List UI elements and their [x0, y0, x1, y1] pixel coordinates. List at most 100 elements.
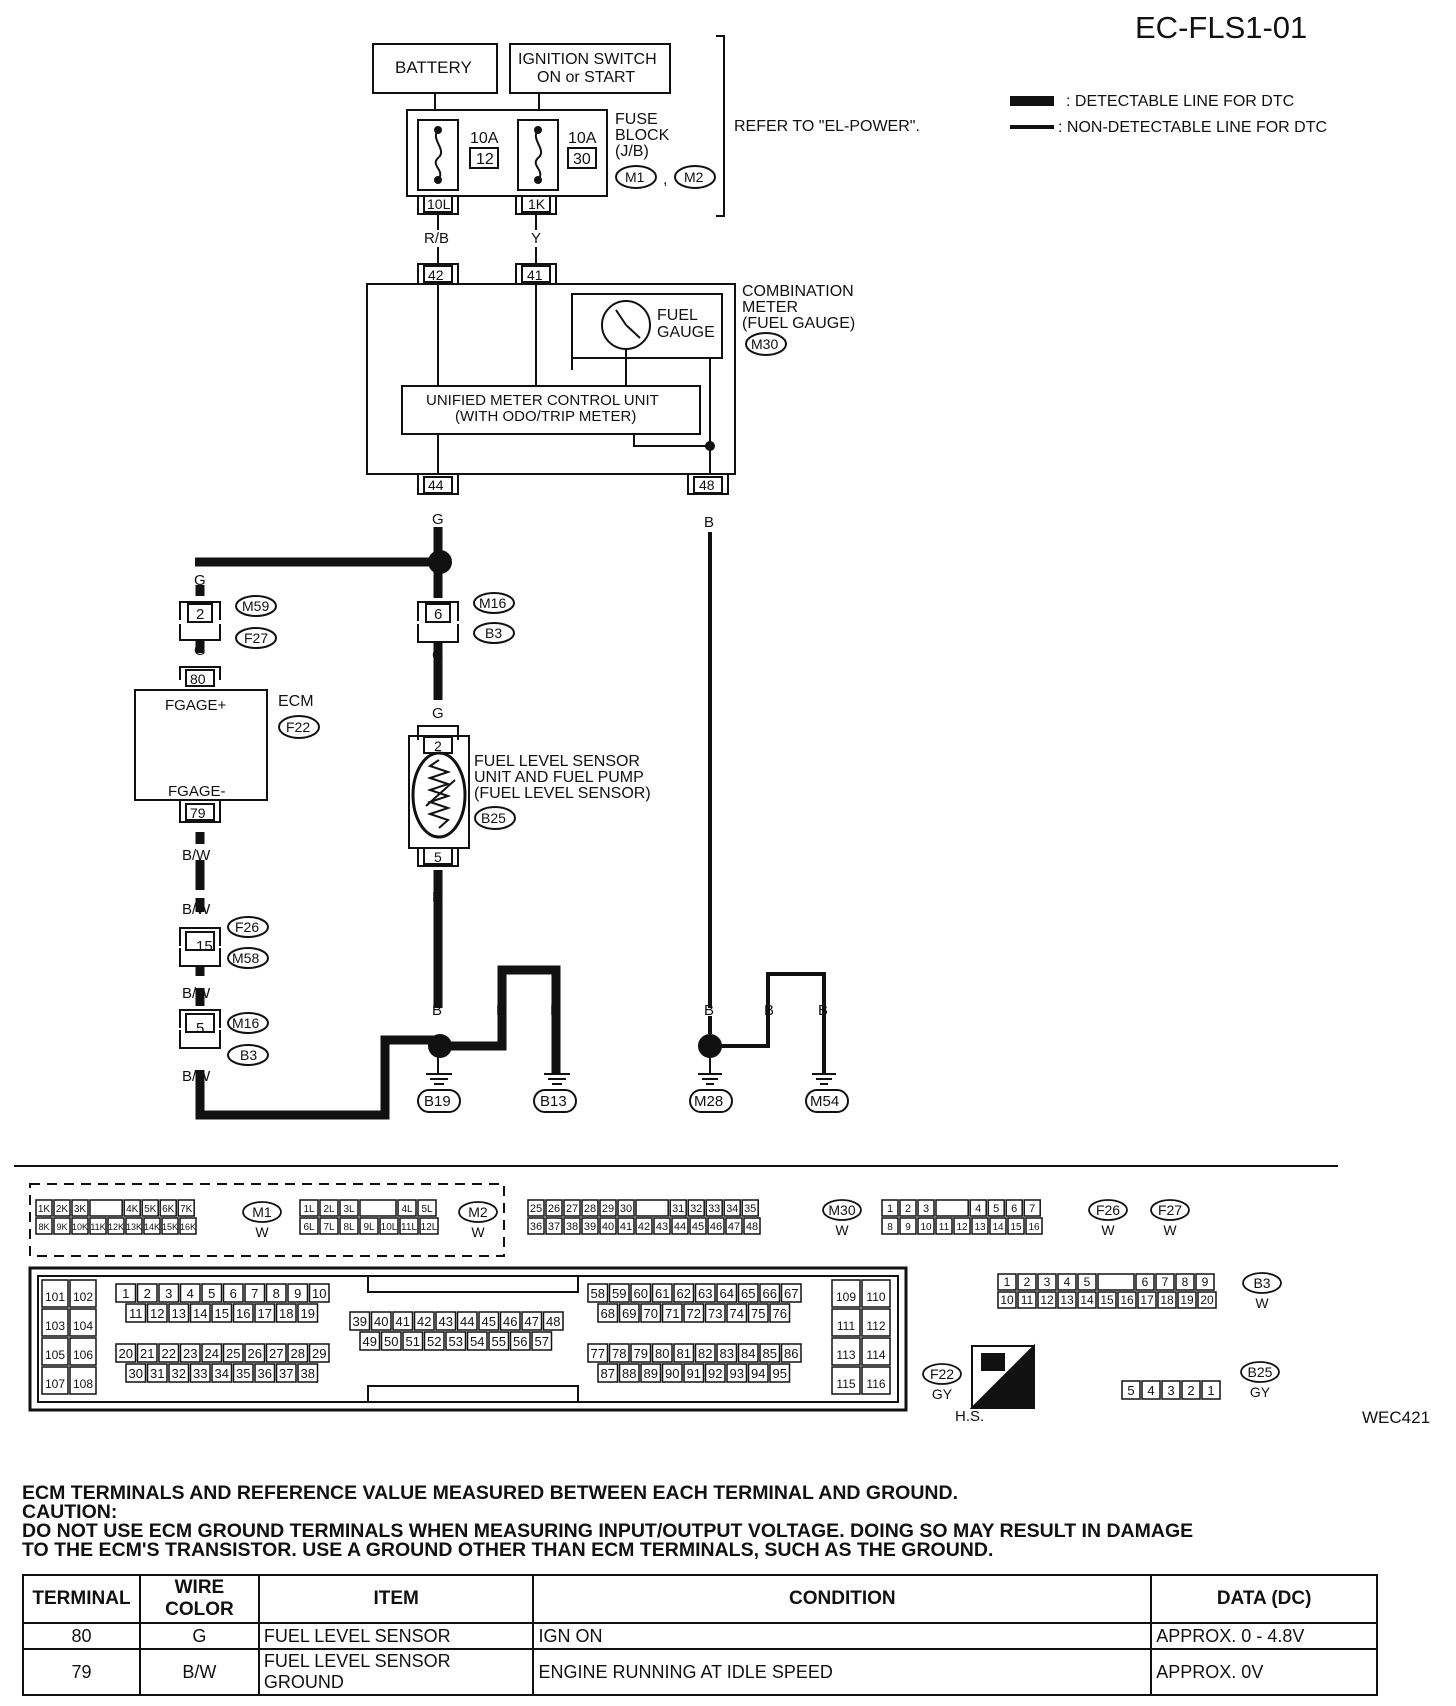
- connector-pin: [1037, 1273, 1057, 1291]
- ground-b13-label: B13: [540, 1093, 567, 1110]
- battery-label: BATTERY: [395, 58, 472, 77]
- connector-color: W: [255, 1224, 269, 1240]
- connector-pin: [587, 1283, 609, 1303]
- connector-pin: [527, 1217, 545, 1235]
- connector-name: B3: [1253, 1275, 1270, 1291]
- connector-pin-label: 27: [269, 1346, 283, 1361]
- wire-b-m54-left: B: [764, 1002, 774, 1019]
- connector-pin: [380, 1331, 402, 1351]
- connector-pin-label: 15K: [162, 1222, 178, 1232]
- connector-pin-label: 3: [165, 1286, 172, 1301]
- connector-pin: [201, 1343, 223, 1363]
- connector-pin-label: 51: [406, 1334, 420, 1349]
- connector-pin: [466, 1331, 488, 1351]
- connector-pin-label: 89: [644, 1366, 658, 1381]
- connector-pin: [1097, 1291, 1117, 1309]
- connector-pin: [419, 1217, 439, 1235]
- sensor-label-2: UNIT AND FUEL PUMP: [474, 769, 644, 786]
- connector-pin: [704, 1303, 726, 1323]
- connector-pin: [254, 1363, 276, 1383]
- connector-pin: [617, 1199, 635, 1217]
- connector-pin: [158, 1343, 180, 1363]
- connector-pin-label: 48: [746, 1221, 758, 1233]
- ground-m28-label: M28: [694, 1093, 723, 1110]
- connector-pin: [861, 1308, 891, 1337]
- connector-pin: [146, 1363, 168, 1383]
- ground-b13-badge: [533, 1089, 577, 1113]
- joint5-conn-top: M16: [232, 1015, 259, 1031]
- connector-pin-label: 5K: [144, 1204, 157, 1215]
- connector-pin-label: 4: [975, 1203, 981, 1215]
- connector-pin-label: 6: [1142, 1275, 1149, 1289]
- table-header-data: DATA (DC): [1150, 1574, 1378, 1624]
- connector-pin: [168, 1363, 190, 1383]
- connector-pin-label: 36: [530, 1221, 542, 1233]
- connector-pin: [1141, 1380, 1161, 1400]
- connector-pin: [1161, 1380, 1181, 1400]
- connector-pin-label: 2L: [323, 1204, 335, 1215]
- connector-pin-label: 40: [374, 1314, 388, 1329]
- connector-pin-label: 40: [602, 1221, 614, 1233]
- connector-pin: [71, 1217, 89, 1235]
- connector-pin: [542, 1311, 564, 1331]
- connector-pin: [222, 1343, 244, 1363]
- connector-pin: [1197, 1291, 1217, 1309]
- connector-pin: [413, 1311, 435, 1331]
- connector-pin-label: 72: [687, 1306, 701, 1321]
- connector-pin-label: 17: [1140, 1293, 1154, 1307]
- connector-pin-label: 2K: [56, 1204, 69, 1215]
- connector-pin-label: 14K: [144, 1222, 160, 1232]
- connector-pin: [608, 1343, 630, 1363]
- connector-pin-label: 84: [741, 1346, 755, 1361]
- fuse-block-label-2: BLOCK: [615, 127, 670, 144]
- connector-pin: [319, 1199, 339, 1217]
- connector-lock: [1097, 1273, 1135, 1291]
- connector-pin-label: 65: [741, 1286, 755, 1301]
- connector-pin-label: 35: [236, 1366, 250, 1381]
- connector-pin-label: 16: [236, 1306, 250, 1321]
- ignition-switch-box: [509, 43, 671, 94]
- connector-pin: [723, 1199, 741, 1217]
- connector-pin-label: 93: [730, 1366, 744, 1381]
- connector-pin-label: 34: [726, 1203, 738, 1215]
- connector-pin-label: 42: [417, 1314, 431, 1329]
- connector-pin: [861, 1337, 891, 1366]
- connector-pin: [705, 1199, 723, 1217]
- connector-pin-label: 9: [1202, 1275, 1209, 1289]
- connector-pin: [488, 1331, 510, 1351]
- connector-pin-label: 111: [837, 1319, 856, 1333]
- meter-label-1: COMBINATION: [742, 283, 854, 300]
- ground-m54-badge: [805, 1089, 849, 1113]
- connector-name: M1: [252, 1204, 272, 1220]
- connector-pin-label: 8: [273, 1286, 280, 1301]
- notes-line-3: DO NOT USE ECM GROUND TERMINALS WHEN MEA…: [22, 1520, 1194, 1542]
- connector-pin-label: 30: [129, 1366, 143, 1381]
- connector-pin: [69, 1308, 97, 1337]
- notes-line-2: CAUTION:: [22, 1501, 118, 1523]
- connector-pin-label: 34: [215, 1366, 229, 1381]
- connector-color: W: [1255, 1295, 1269, 1311]
- connector-pin-label: 94: [751, 1366, 765, 1381]
- fuse-block-label-3: (J/B): [615, 143, 649, 160]
- ground-b19-badge: [417, 1089, 461, 1113]
- connector-pin-label: 10: [312, 1286, 326, 1301]
- connector-pin: [308, 1283, 330, 1303]
- connector-pin-label: 86: [784, 1346, 798, 1361]
- fuse1-amp: 10A: [470, 130, 499, 147]
- unit-label-1: UNIFIED METER CONTROL UNIT: [426, 392, 659, 409]
- connector-pin-label: 4K: [126, 1204, 139, 1215]
- connector-pin-label: 33: [193, 1366, 207, 1381]
- connector-pin: [1037, 1291, 1057, 1309]
- joint15-conn-bottom: M58: [232, 950, 259, 966]
- connector-pin-label: 13: [172, 1306, 186, 1321]
- connector-pin-label: 16: [1028, 1222, 1040, 1233]
- wire-b-b13-right: B: [550, 1002, 560, 1019]
- connector-pin-label: 88: [622, 1366, 636, 1381]
- connector-pin: [177, 1199, 195, 1217]
- connector-pin: [987, 1199, 1005, 1217]
- connector-badge: [1240, 1361, 1280, 1383]
- connector-pin-label: 31: [150, 1366, 164, 1381]
- connector-pin: [689, 1217, 707, 1235]
- connector-pin: [69, 1366, 97, 1395]
- connector-pin: [339, 1199, 359, 1217]
